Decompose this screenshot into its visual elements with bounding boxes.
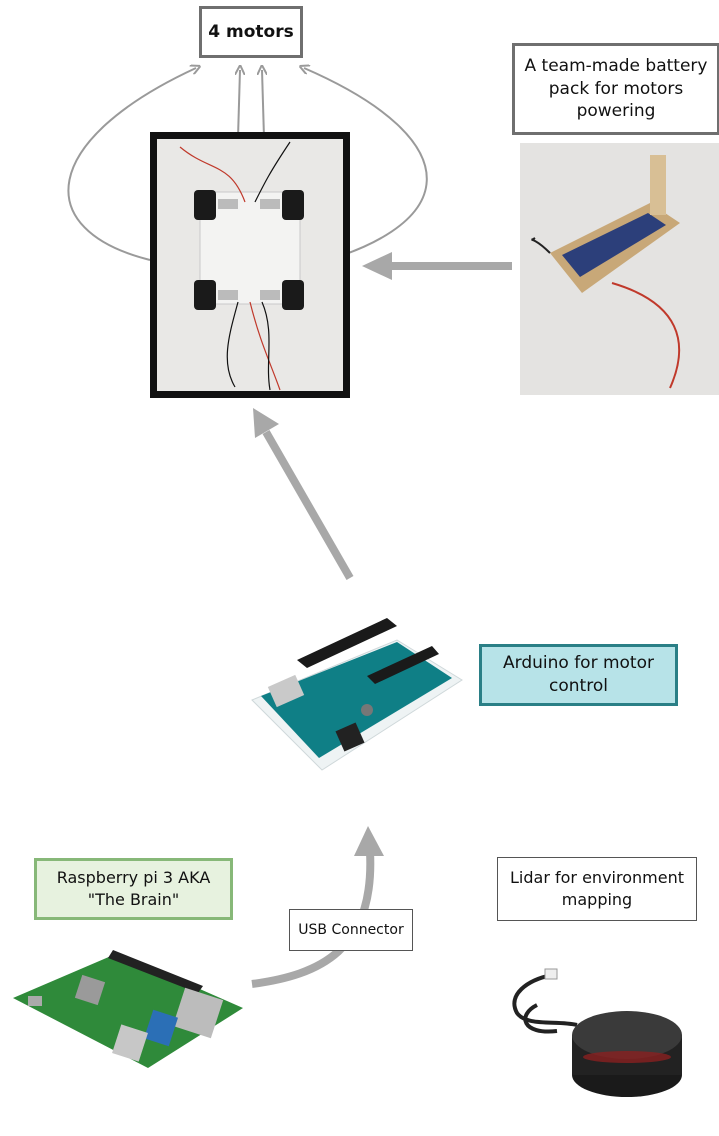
battery-label: A team-made battery pack for motors powe… — [524, 55, 708, 122]
lidar-label-box: Lidar for environment mapping — [497, 857, 697, 921]
rpi-to-arduino-arrow — [251, 851, 375, 988]
usb-label: USB Connector — [298, 921, 404, 938]
robot-chassis-photo — [150, 132, 350, 398]
battery-pack-photo — [520, 143, 719, 395]
lidar-sensor-photo — [512, 968, 682, 1097]
battery-label-box: A team-made battery pack for motors powe… — [512, 43, 719, 135]
arduino-to-chassis-arrow — [262, 430, 354, 580]
arduino-board-photo — [251, 618, 463, 771]
raspberry-pi-board-photo — [13, 950, 243, 1068]
rpi-label: Raspberry pi 3 AKA "The Brain" — [56, 868, 211, 909]
motors-label-box: 4 motors — [199, 6, 303, 58]
motor-link-left-outer — [67, 68, 196, 261]
arduino-label: Arduino for motor control — [503, 653, 654, 696]
arduino-label-box: Arduino for motor control — [479, 644, 678, 706]
rpi-label-box: Raspberry pi 3 AKA "The Brain" — [34, 858, 233, 920]
lidar-label: Lidar for environment mapping — [510, 868, 684, 909]
motor-link-right-outer — [289, 68, 428, 271]
usb-label-box: USB Connector — [289, 909, 413, 951]
motors-label: 4 motors — [208, 21, 294, 42]
